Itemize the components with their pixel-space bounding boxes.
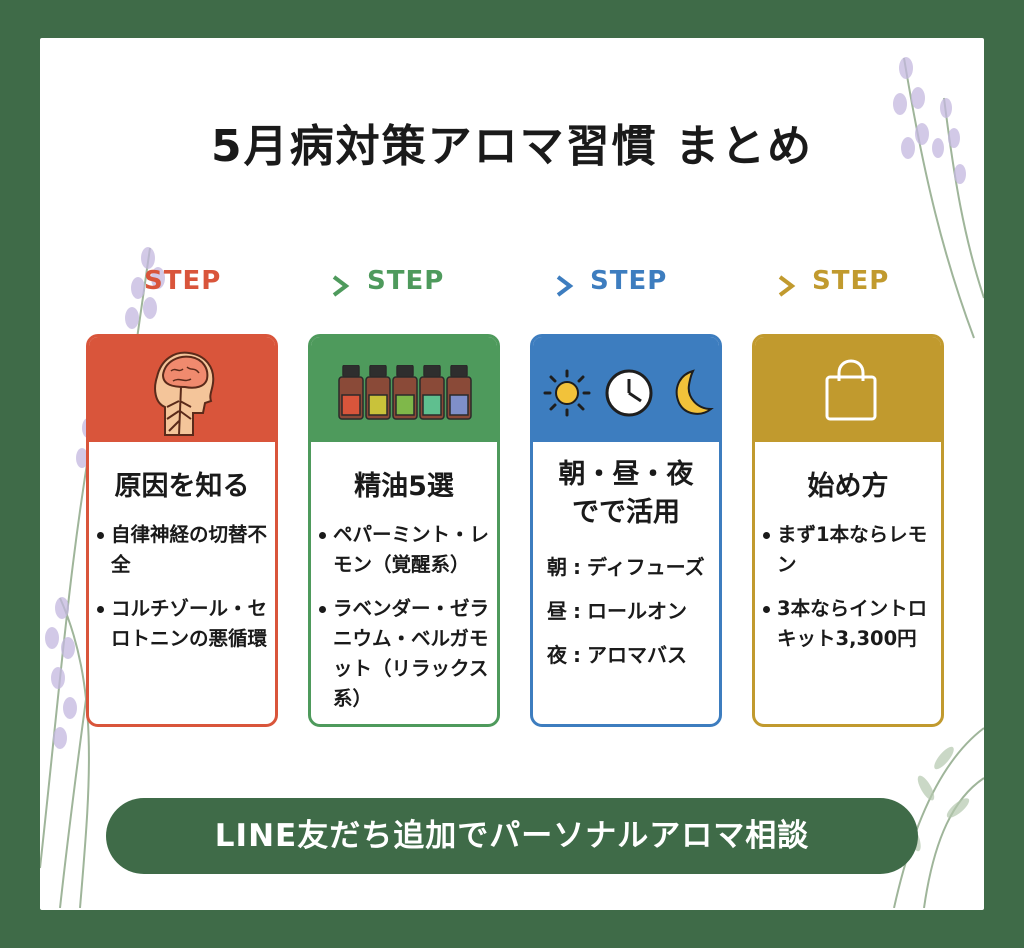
routine-row-morning: 朝:ディフューズ	[547, 555, 705, 579]
step-card-daily-use: 朝・昼・夜でで活用 朝:ディフューズ 昼:ロールオン 夜:アロマバス	[530, 334, 722, 727]
essential-oil-bottles-icon	[338, 365, 472, 420]
step-label-1: STEP	[144, 266, 222, 296]
list-item: コルチゾール・セロトニンの悪循環	[97, 594, 267, 654]
card-header	[89, 337, 275, 442]
routine-method: ロールオン	[587, 599, 687, 623]
list-item: 3本ならイントロキット3,300円	[763, 594, 933, 654]
arrow-right-icon	[462, 275, 574, 297]
routine-row-noon: 昼:ロールオン	[547, 599, 687, 623]
brain-nervous-system-icon	[154, 351, 215, 436]
step-card-getting-started: 始め方 まず1本ならレモン 3本ならイントロキット3,300円	[752, 334, 944, 727]
list-item: ラベンダー・ゼラニウム・ベルガモット（リラックス系）	[319, 594, 489, 714]
bullet-list: まず1本ならレモン 3本ならイントロキット3,300円	[755, 520, 941, 654]
step-card-causes: 原因を知る 自律神経の切替不全 コルチゾール・セロトニンの悪循環	[86, 334, 278, 727]
routine-list: 朝:ディフューズ 昼:ロールオン 夜:アロマバス	[547, 552, 719, 670]
step-card-oils: 精油5選 ペパーミント・レモン（覚醒系） ラベンダー・ゼラニウム・ベルガモット（…	[308, 334, 500, 727]
card-title: 原因を知る	[114, 471, 250, 502]
summary-panel: 5月病対策アロマ習慣 まとめ STEP STEP STEP STEP	[40, 38, 984, 910]
routine-time: 夜	[547, 643, 567, 667]
card-title: 精油5選	[354, 471, 454, 502]
step-row: STEP STEP STEP STEP	[40, 266, 984, 306]
bullet-list: ペパーミント・レモン（覚醒系） ラベンダー・ゼラニウム・ベルガモット（リラックス…	[311, 520, 497, 714]
step-label-2: STEP	[367, 266, 445, 296]
list-item: まず1本ならレモン	[763, 520, 933, 580]
step-label-3: STEP	[590, 266, 668, 296]
card-header	[755, 337, 941, 442]
arrow-right-icon	[684, 275, 796, 297]
list-item: 自律神経の切替不全	[97, 520, 267, 580]
routine-method: アロマバス	[587, 643, 687, 667]
card-header	[311, 337, 497, 442]
routine-row-night: 夜:アロマバス	[547, 643, 687, 667]
line-consultation-cta[interactable]: LINE友だち追加でパーソナルアロマ相談	[106, 798, 918, 874]
shopping-bag-icon	[825, 359, 877, 421]
sun-clock-moon-icon	[543, 369, 714, 417]
page-title: 5月病対策アロマ習慣 まとめ	[211, 121, 813, 172]
list-item: ペパーミント・レモン（覚醒系）	[319, 520, 489, 580]
step-label-4: STEP	[812, 266, 890, 296]
card-title: 朝・昼・夜でで活用	[558, 459, 694, 528]
card-title: 始め方	[807, 471, 889, 502]
routine-method: ディフューズ	[587, 555, 705, 579]
card-header	[533, 337, 719, 442]
routine-time: 朝	[547, 555, 567, 579]
bullet-list: 自律神経の切替不全 コルチゾール・セロトニンの悪循環	[89, 520, 275, 654]
arrow-right-icon	[238, 275, 350, 297]
routine-time: 昼	[547, 599, 567, 623]
